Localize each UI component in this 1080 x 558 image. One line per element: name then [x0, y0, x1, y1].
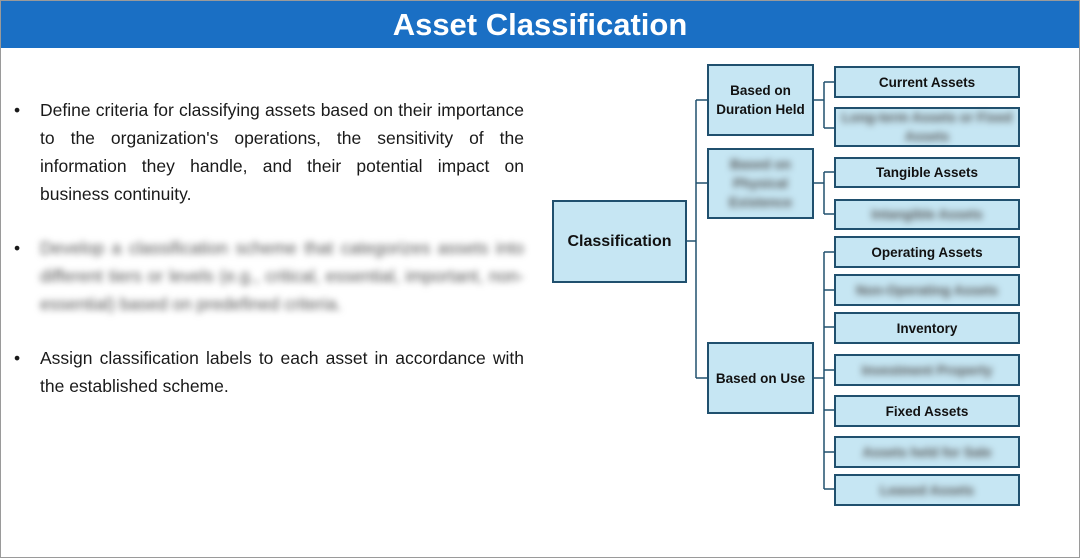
leaf-node: Operating Assets: [834, 236, 1020, 268]
leaf-node: Inventory: [834, 312, 1020, 344]
leaf-label: Inventory: [896, 320, 958, 336]
group-node-physical: Based on Physical Existence: [707, 148, 814, 219]
group-label: Based on Use: [715, 370, 806, 386]
group-node-use: Based on Use: [707, 342, 814, 414]
page-title: Asset Classification: [392, 7, 688, 42]
root-node: Classification: [552, 200, 687, 283]
leaf-node: Investment Property: [834, 354, 1020, 386]
leaf-label: Current Assets: [878, 74, 976, 90]
bullet-dot: •: [14, 100, 21, 120]
leaf-node: Fixed Assets: [834, 395, 1020, 427]
leaf-label-blurred: Intangible Assets: [871, 207, 983, 222]
leaf-node: Long-term Assets or Fixed Assets: [834, 107, 1020, 147]
leaf-node: Leased Assets: [834, 474, 1020, 506]
leaf-node: Current Assets: [834, 66, 1020, 98]
leaf-node: Intangible Assets: [834, 199, 1020, 230]
bullet-dot: •: [14, 348, 21, 368]
bullet-dot: •: [14, 238, 21, 258]
leaf-label-blurred: Investment Property: [861, 362, 993, 378]
group-node-duration: Based on Duration Held: [707, 64, 814, 136]
leaf-node: Assets held for Sale: [834, 436, 1020, 468]
bullet-list: • Define criteria for classifying assets…: [14, 96, 524, 426]
bullet-item: • Develop a classification scheme that c…: [14, 234, 524, 318]
leaf-label: Tangible Assets: [875, 165, 979, 180]
header-bar: Asset Classification: [1, 1, 1079, 48]
group-label: Based on Duration Held: [716, 83, 805, 117]
leaf-label: Fixed Assets: [885, 403, 969, 419]
bullet-text-blurred: Develop a classification scheme that cat…: [40, 238, 524, 314]
leaf-label-blurred: Long-term Assets or Fixed Assets: [841, 110, 1013, 144]
bullet-item: • Assign classification labels to each a…: [14, 344, 524, 400]
leaf-node: Tangible Assets: [834, 157, 1020, 188]
bullet-text: Define criteria for classifying assets b…: [40, 100, 524, 204]
leaf-label: Operating Assets: [871, 244, 983, 260]
leaf-label-blurred: Assets held for Sale: [862, 444, 992, 460]
leaf-label-blurred: Non-Operating Assets: [855, 282, 999, 298]
leaf-label-blurred: Leased Assets: [879, 482, 975, 498]
root-label: Classification: [567, 233, 672, 250]
bullet-text: Assign classification labels to each ass…: [40, 348, 524, 396]
leaf-node: Non-Operating Assets: [834, 274, 1020, 306]
bullet-item: • Define criteria for classifying assets…: [14, 96, 524, 208]
group-label-blurred: Based on Physical Existence: [728, 157, 793, 210]
